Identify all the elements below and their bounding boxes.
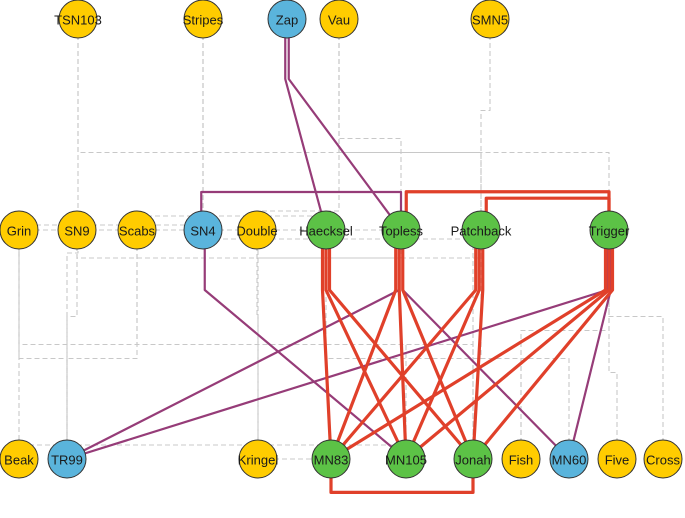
edge-TSN103-Patchback [77,19,482,230]
edge-Scabs-TR99 [66,230,138,459]
node-mn105[interactable]: MN105 [385,439,427,479]
node-tsn103[interactable]: TSN103 [54,0,102,39]
node-label-mn83: MN83 [314,453,349,468]
edge-Topless-MN83 [329,230,398,460]
node-circle-scabs[interactable] [117,210,157,250]
node-patchback[interactable]: Patchback [451,210,512,250]
node-scabs[interactable]: Scabs [117,210,157,250]
node-label-haecksel: Haecksel [299,224,353,239]
edge-Patchback-Jonah [471,230,485,460]
node-circle-grin[interactable] [0,210,39,250]
node-label-cross: Cross [646,453,680,468]
edge-Zap-Haecksel [284,19,328,231]
edge-Topless-MN105 [397,230,408,460]
node-circle-beak[interactable] [0,439,39,479]
node-tr99[interactable]: TR99 [47,439,87,479]
node-label-stripes: Stripes [183,13,224,28]
node-circle-sn4[interactable] [183,210,223,250]
edge-Trigger-MN105 [404,230,611,461]
edge-Patchback-MN83 [329,230,478,461]
node-label-trigger: Trigger [589,224,630,239]
node-five[interactable]: Five [597,439,637,479]
node-label-grin: Grin [7,224,32,239]
edge-Haecksel-MN83 [320,230,333,460]
node-label-mn105: MN105 [385,453,427,468]
node-mn60[interactable]: MN60 [549,439,589,479]
edge-Scabs-Haecksel [136,215,327,230]
node-label-topless: Topless [379,224,424,239]
edge-Topless-Jonah [401,230,475,460]
node-circle-haecksel[interactable] [306,210,346,250]
node-circle-five[interactable] [597,439,637,479]
node-circle-tsn103[interactable] [58,0,98,39]
node-circle-vau[interactable] [319,0,359,39]
node-double[interactable]: Double [236,210,278,250]
node-circle-cross[interactable] [643,439,683,479]
node-beak[interactable]: Beak [0,439,39,479]
node-grin[interactable]: Grin [0,210,39,250]
node-circle-sn9[interactable] [57,210,97,250]
node-label-five: Five [605,453,630,468]
node-label-fish: Fish [509,453,534,468]
node-kringel[interactable]: Kringel [238,439,279,479]
node-label-tsn103: TSN103 [54,13,102,28]
node-label-tr99: TR99 [51,453,83,468]
node-circle-mn83[interactable] [311,439,351,479]
edge-Patchback-MN105 [404,230,481,460]
edge-Double-Kringel [256,230,259,459]
node-vau[interactable]: Vau [319,0,359,39]
node-sn9[interactable]: SN9 [57,210,97,250]
node-label-double: Double [236,224,277,239]
node-label-sn9: SN9 [64,224,89,239]
node-label-scabs: Scabs [119,224,156,239]
node-label-patchback: Patchback [451,224,512,239]
node-trigger[interactable]: Trigger [589,210,630,250]
node-label-jonah: Jonah [455,453,490,468]
edge-Vau-Topless [338,19,402,230]
node-label-beak: Beak [4,453,34,468]
node-haecksel[interactable]: Haecksel [299,210,353,250]
edge-SN4-MN105 [203,230,407,460]
node-circle-trigger[interactable] [589,210,629,250]
node-circle-mn105[interactable] [386,439,426,479]
node-circle-double[interactable] [237,210,277,250]
node-circle-mn60[interactable] [549,439,589,479]
edge-SN9-TR99 [66,230,78,459]
node-zap[interactable]: Zap [267,0,307,39]
node-circle-topless[interactable] [381,210,421,250]
edge-MN60-Haecksel [325,230,570,459]
node-label-kringel: Kringel [238,453,279,468]
node-label-mn60: MN60 [552,453,587,468]
node-circle-zap[interactable] [267,0,307,39]
edge-SMN5-Patchback [480,19,491,230]
edge-Stripes-Beak [18,19,204,459]
edge-Cross-Trigger [608,230,664,459]
node-fish[interactable]: Fish [501,439,541,479]
node-topless[interactable]: Topless [379,210,424,250]
edge-Five-Trigger [608,230,618,459]
node-circle-tr99[interactable] [47,439,87,479]
node-circle-smn5[interactable] [470,0,510,39]
node-jonah[interactable]: Jonah [453,439,493,479]
node-circle-fish[interactable] [501,439,541,479]
edge-Trigger-MN83 [330,230,608,461]
node-circle-jonah[interactable] [453,439,493,479]
edge-Zap-Topless [287,19,402,231]
node-label-sn4: SN4 [190,224,215,239]
node-stripes[interactable]: Stripes [183,0,224,39]
node-label-zap: Zap [276,13,298,28]
node-smn5[interactable]: SMN5 [470,0,510,39]
node-cross[interactable]: Cross [643,439,683,479]
node-mn83[interactable]: MN83 [311,439,351,479]
node-circle-patchback[interactable] [461,210,501,250]
node-label-smn5: SMN5 [472,13,508,28]
node-circle-stripes[interactable] [183,0,223,39]
edge-Trigger-Jonah [471,230,615,461]
node-label-vau: Vau [328,13,350,28]
node-circle-kringel[interactable] [238,439,278,479]
node-sn4[interactable]: SN4 [183,210,223,250]
